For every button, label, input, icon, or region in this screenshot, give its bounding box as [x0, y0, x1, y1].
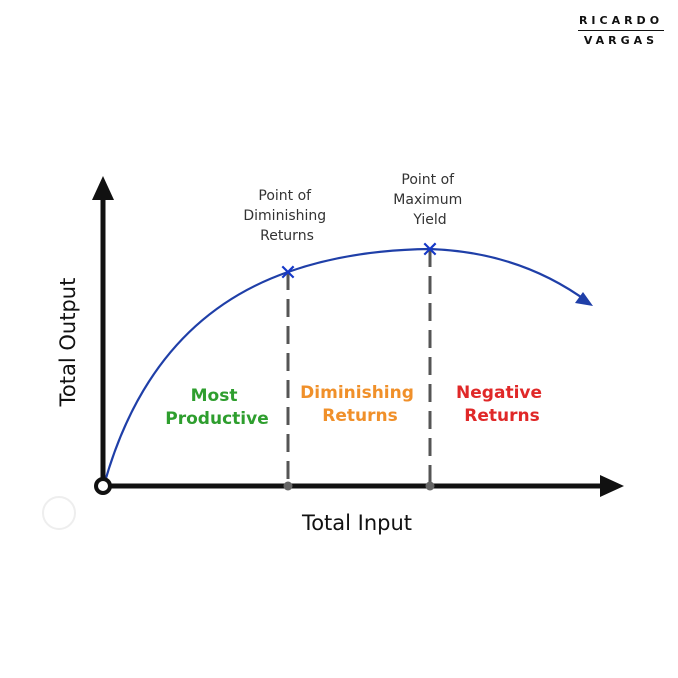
maximum-label-line-1: Point of	[401, 172, 455, 188]
region-1-line-2: Productive	[165, 409, 268, 429]
diminishing-point-label: Point of Diminishing Returns	[243, 188, 330, 244]
divider-dot-1	[283, 481, 293, 491]
diminishing-label-line-2: Diminishing	[243, 208, 326, 224]
total-output-curve	[102, 247, 590, 487]
maximum-label-line-2: Maximum	[393, 192, 462, 208]
curve-arrowhead	[575, 292, 593, 306]
origin-circle	[94, 477, 112, 495]
region-diminishing-returns: Diminishing Returns	[300, 383, 420, 426]
region-1-line-1: Most	[191, 386, 238, 406]
ricardo-vargas-logo: RICARDO VARGAS	[578, 14, 664, 47]
y-axis-arrowhead	[92, 176, 114, 200]
region-3-line-2: Returns	[464, 406, 539, 426]
region-3-line-1: Negative	[456, 383, 542, 403]
diminishing-label-line-3: Returns	[260, 228, 314, 244]
y-axis-label: Total Output	[56, 278, 80, 408]
maximum-label-line-3: Yield	[412, 212, 446, 228]
region-most-productive: Most Productive	[165, 386, 268, 429]
divider-dot-2	[425, 481, 435, 491]
logo-line-1: RICARDO	[578, 14, 664, 31]
region-2-line-2: Returns	[322, 406, 397, 426]
x-axis-arrowhead	[600, 475, 624, 497]
maximum-point-label: Point of Maximum Yield	[393, 172, 466, 228]
region-negative-returns: Negative Returns	[456, 383, 548, 426]
diminishing-label-line-1: Point of	[258, 188, 312, 204]
maximum-point-marker-icon: ✕	[421, 238, 439, 263]
x-axis-label: Total Input	[301, 511, 412, 535]
logo-line-2: VARGAS	[583, 34, 659, 47]
diminishing-point-marker-icon: ✕	[279, 261, 297, 286]
watermark-ring-icon	[42, 496, 76, 530]
faded-watermark	[42, 496, 76, 530]
region-2-line-1: Diminishing	[300, 383, 414, 403]
